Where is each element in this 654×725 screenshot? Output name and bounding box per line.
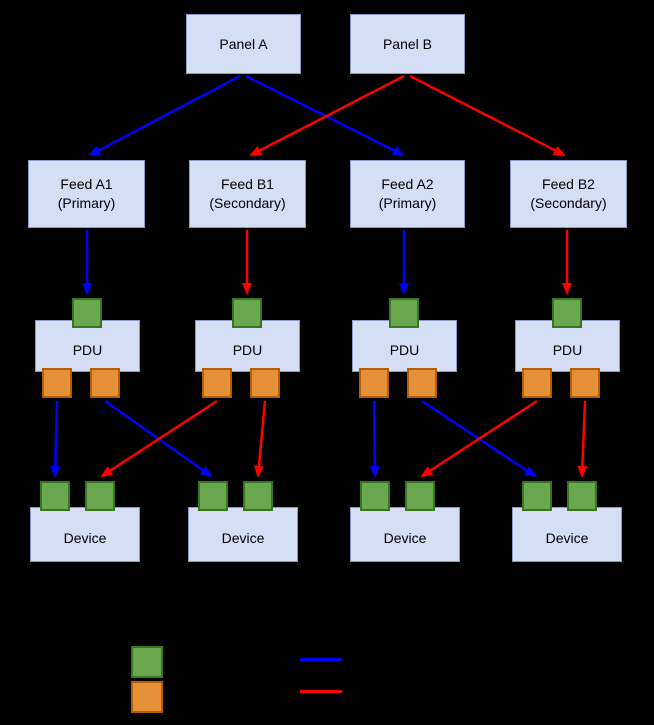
pdu2-output-port-right <box>250 368 280 398</box>
arrow-pdu1-to-device2 <box>104 399 213 478</box>
feed-b1-name: Feed B1 <box>221 176 274 193</box>
device2-input-port-right <box>243 481 273 511</box>
device1-input-port-right <box>85 481 115 511</box>
pdu4-output-port-left <box>522 368 552 398</box>
feed-b2-role: (Secondary) <box>530 195 607 211</box>
device2-label: Device <box>221 530 265 547</box>
device4-label: Device <box>545 530 589 547</box>
device1-label: Device <box>63 530 107 547</box>
arrow-panel-a-to-feed-a1 <box>88 74 241 157</box>
pdu2-output-port-left <box>202 368 232 398</box>
feed-a1-box: Feed A1 (Primary) <box>28 160 145 228</box>
arrow-panel-b-to-feed-b1 <box>249 74 405 157</box>
arrow-pdu4-to-device3 <box>420 399 538 478</box>
device2-input-port-left <box>198 481 228 511</box>
pdu1-output-port-right <box>90 368 120 398</box>
feed-a1-role: (Primary) <box>57 195 116 211</box>
legend-a-side-line <box>300 658 342 661</box>
device1-box: Device <box>30 507 140 562</box>
feed-b2-name: Feed B2 <box>542 176 595 193</box>
pdu2-input-port <box>232 298 262 328</box>
feed-a2-name: Feed A2 <box>381 176 434 193</box>
feed-a2-box: Feed A2 (Primary) <box>350 160 465 228</box>
device4-box: Device <box>512 507 622 562</box>
panel-a-label: Panel A <box>219 35 268 52</box>
arrow-pdu2-to-device1 <box>100 399 218 478</box>
pdu4-output-port-right <box>570 368 600 398</box>
pdu1-output-port-left <box>42 368 72 398</box>
device3-label: Device <box>383 530 427 547</box>
pdu3-box: PDU <box>352 320 457 372</box>
arrow-pdu4-to-device4 <box>577 400 588 478</box>
feed-b1-role: (Secondary) <box>209 195 286 211</box>
feed-a2-role: (Primary) <box>378 195 437 211</box>
arrow-pdu2-to-device2 <box>253 400 267 478</box>
pdu1-box: PDU <box>35 320 140 372</box>
pdu2-box: PDU <box>195 320 300 372</box>
arrow-panel-a-to-feed-a2 <box>245 74 405 157</box>
pdu2-label: PDU <box>232 341 263 358</box>
feed-a1-name: Feed A1 <box>60 176 113 193</box>
arrow-pdu1-to-device1 <box>50 400 61 478</box>
panel-b-label: Panel B <box>382 35 433 52</box>
pdu1-label: PDU <box>72 341 103 358</box>
panel-b-box: Panel B <box>350 14 465 74</box>
device2-box: Device <box>188 507 298 562</box>
device3-box: Device <box>350 507 460 562</box>
legend-output-port-swatch <box>131 681 163 713</box>
arrow-panel-b-to-feed-b2 <box>409 74 566 157</box>
panel-a-box: Panel A <box>186 14 301 74</box>
pdu3-output-port-left <box>359 368 389 398</box>
pdu3-output-port-right <box>407 368 437 398</box>
legend-input-port-swatch <box>131 646 163 678</box>
feed-b2-box: Feed B2 (Secondary) <box>510 160 627 228</box>
legend-b-side-line <box>300 690 342 693</box>
device4-input-port-right <box>567 481 597 511</box>
arrow-pdu3-to-device3 <box>369 400 380 478</box>
device1-input-port-left <box>40 481 70 511</box>
pdu1-input-port <box>72 298 102 328</box>
device3-input-port-right <box>405 481 435 511</box>
device3-input-port-left <box>360 481 390 511</box>
device4-input-port-left <box>522 481 552 511</box>
pdu3-input-port <box>389 298 419 328</box>
pdu4-label: PDU <box>552 341 583 358</box>
pdu4-box: PDU <box>515 320 620 372</box>
feed-b1-box: Feed B1 (Secondary) <box>189 160 306 228</box>
arrow-pdu3-to-device4 <box>421 399 537 478</box>
pdu3-label: PDU <box>389 341 420 358</box>
pdu4-input-port <box>552 298 582 328</box>
